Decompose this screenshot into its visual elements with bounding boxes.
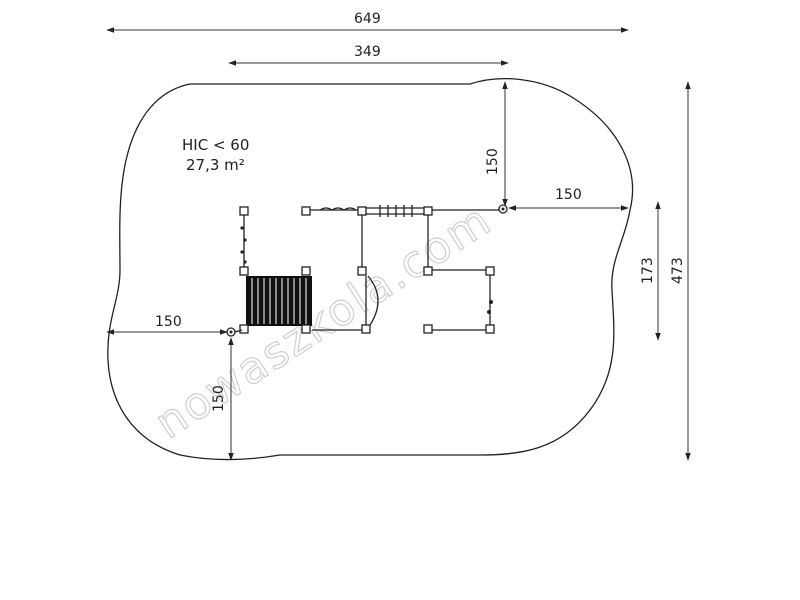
watermark-text: nowaszkola.com [146,194,501,449]
area-label: 27,3 m² [186,156,245,174]
climbing-wall [240,214,247,268]
horizontal-ladder [366,205,426,217]
left-end-handle [226,327,243,337]
hic-label: HIC < 60 [182,136,249,154]
arch-element [367,275,379,329]
structure-posts [239,206,495,334]
chain-segment [319,207,357,211]
right-clearance-dim-label: 150 [555,187,582,203]
bottom-clearance-dim-label: 150 [211,385,227,412]
right-end-handle [498,204,508,214]
safety-zone-outline [107,77,634,461]
roller-tunnel [246,276,312,326]
play-structure [226,204,508,337]
overall-width-dim-label: 649 [354,11,381,27]
overall-depth-dim-label: 473 [670,257,686,284]
structure-width-dim-label: 349 [354,44,381,60]
left-clearance-dim-label: 150 [155,314,182,330]
top-clearance-dim-label: 150 [485,148,501,175]
structure-depth-dim-label: 173 [640,257,656,284]
